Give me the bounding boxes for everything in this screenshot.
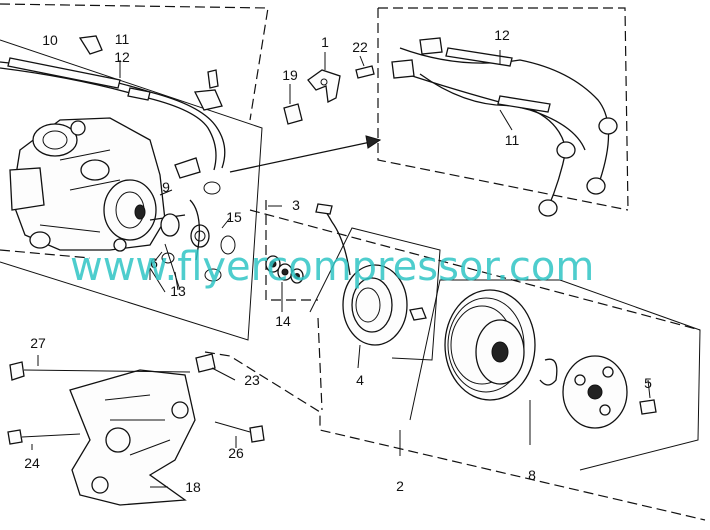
callouts: 10 11 12 1 22 19 12 11 9 3 15 6 13 14 4 … — [24, 27, 652, 495]
pointer-arrow — [229, 135, 382, 173]
washers — [265, 255, 304, 284]
callout-11-left: 11 — [115, 31, 130, 47]
callout-27: 27 — [30, 335, 46, 351]
top-small-parts — [283, 65, 375, 125]
callout-19: 19 — [282, 67, 298, 83]
compressor-fittings — [149, 157, 236, 293]
callout-24: 24 — [24, 455, 40, 471]
callout-18: 18 — [185, 479, 201, 495]
callout-4: 4 — [356, 372, 364, 388]
compressor-body — [9, 117, 186, 252]
callout-9: 9 — [162, 179, 170, 195]
callout-22: 22 — [352, 39, 368, 55]
callout-2: 2 — [396, 478, 404, 494]
callout-11-right: 11 — [505, 132, 520, 148]
left-harness — [0, 35, 226, 171]
mounting-bracket — [7, 353, 265, 506]
pulley-assembly — [444, 289, 657, 429]
callout-12-right: 12 — [494, 27, 510, 43]
callout-13: 13 — [170, 283, 186, 299]
callout-15: 15 — [226, 209, 242, 225]
callout-1: 1 — [321, 34, 329, 50]
frame-lines — [0, 3, 706, 521]
callout-23: 23 — [244, 372, 260, 388]
callout-3: 3 — [292, 197, 300, 213]
callout-26: 26 — [228, 445, 244, 461]
watermark-text: www.flyercompressor.com — [70, 244, 594, 290]
right-harness — [391, 37, 618, 217]
callout-6: 6 — [150, 255, 158, 271]
callout-5: 5 — [644, 375, 652, 391]
field-coil — [315, 203, 427, 346]
callout-14: 14 — [275, 313, 291, 329]
callout-10: 10 — [42, 32, 58, 48]
callout-12-left: 12 — [114, 49, 130, 65]
leader-lines — [31, 50, 651, 488]
callout-8: 8 — [528, 467, 536, 483]
